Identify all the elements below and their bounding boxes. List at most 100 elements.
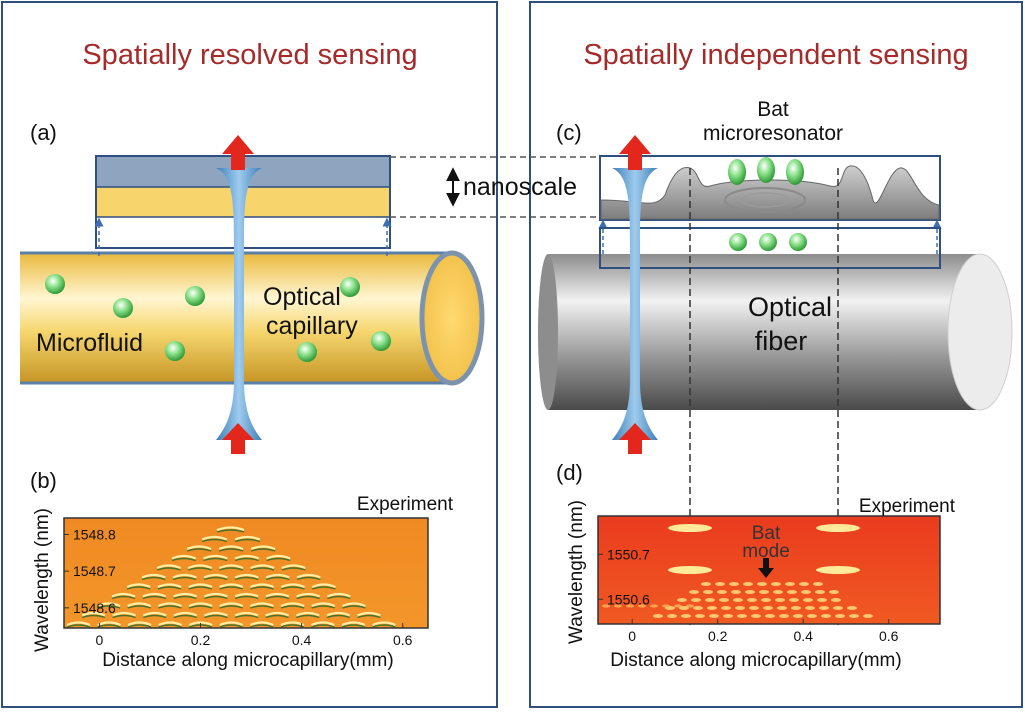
chart-d-bat-fringe — [719, 598, 729, 602]
chart-d-x-tick-label: 0.6 — [879, 628, 899, 644]
chart-d-bat-fringe — [835, 614, 845, 618]
chart-d-bat-fringe — [749, 606, 759, 610]
chart-b-mode-shadow — [158, 605, 182, 609]
chart-b-mode-shadow — [342, 605, 366, 609]
chart-d-bat-fringe — [723, 614, 733, 618]
chart-d-bat-fringe — [751, 614, 761, 618]
bead — [165, 341, 185, 361]
chart-b-mode-streak — [188, 583, 213, 589]
chart-d-bat-fringe — [793, 614, 803, 618]
chart-b-mode-shadow — [296, 576, 321, 581]
chart-b-mode-shadow — [143, 614, 167, 619]
left-panel-frame — [1, 1, 498, 708]
chart-d-bat-fringe — [799, 582, 809, 586]
chart-b-mode-streak — [172, 573, 197, 579]
chart-d-bat-fringe — [745, 590, 755, 594]
bead — [45, 274, 65, 294]
chart-b-mode-shadow — [311, 624, 335, 628]
chart-b-mode-streak — [311, 602, 336, 608]
chart-b-mode-shadow — [126, 586, 151, 590]
chart-d-bat-fringe — [677, 598, 687, 602]
chart-b-mode-shadow — [66, 624, 91, 628]
chart-b-mode-shadow — [201, 538, 228, 543]
chart-b-mode-streak — [250, 564, 275, 570]
chart-b-mode-shadow — [280, 605, 305, 609]
chart-d-bat-fringe — [763, 606, 773, 610]
label-c: (c) — [556, 120, 582, 145]
chart-b-mode-shadow — [281, 567, 306, 571]
chart-b-mode-shadow — [250, 567, 275, 571]
chart-b-x-tick-label: 0.2 — [191, 632, 211, 648]
chart-d-edge-mode — [816, 566, 860, 574]
chart-d-xlabel: Distance along microcapillary(mm) — [610, 650, 901, 671]
chart-b-mode-streak — [204, 611, 228, 617]
chart-b-mode-streak — [234, 611, 259, 617]
chart-d-side-fringe — [650, 604, 658, 608]
chart-d-bat-fringe — [759, 590, 769, 594]
chart-d-bat-fringe — [757, 582, 767, 586]
chart-b-mode-shadow — [250, 548, 276, 552]
chart-b-mode-shadow — [204, 595, 228, 600]
chart-b-mode-streak — [250, 583, 275, 589]
chart-d-side-fringe — [674, 604, 682, 608]
chart-b-mode-shadow — [171, 557, 196, 562]
chart-b-mode-streak — [280, 583, 305, 589]
chart-d-bat-fringe — [707, 606, 717, 610]
chart-b-mode-shadow — [111, 595, 136, 600]
chart-d-bat-fringe — [705, 598, 715, 602]
nanoscale-label: nanoscale — [463, 173, 577, 201]
chart-d-bat-fringe — [791, 606, 801, 610]
chart-b-y-tick-label: 1548.8 — [73, 527, 116, 543]
right-panel-title: Spatially independent sensing — [583, 39, 968, 71]
chart-d-bat-fringe — [773, 590, 783, 594]
bead — [729, 233, 747, 251]
chart-d-bat-fringe — [735, 606, 745, 610]
chart-b-mode-shadow — [142, 595, 167, 600]
bead — [185, 286, 205, 306]
chart-b-mode-streak — [173, 592, 198, 598]
red-arrow-up-top-left — [222, 135, 254, 170]
chart-d-bat-fringe — [681, 614, 691, 618]
chart-b-mode-shadow — [127, 624, 152, 628]
chart-b-mode-shadow — [188, 586, 213, 590]
bead — [113, 298, 133, 318]
chart-b-mode-shadow — [266, 557, 291, 562]
tapered-fiber-right — [612, 168, 658, 440]
chart-b-y-tick-label: 1548.6 — [73, 600, 116, 616]
chart-b-mode-shadow — [372, 624, 396, 628]
chart-b-mode-shadow — [296, 595, 320, 600]
chart-b-mode-streak — [173, 611, 198, 617]
chart-b-mode-streak — [219, 602, 244, 608]
chart-d-bat-fringe — [779, 614, 789, 618]
chart-b-mode-streak — [66, 621, 91, 627]
chart-b-mode-shadow — [281, 586, 305, 590]
bat-mode-arrow-icon — [758, 558, 774, 578]
chart-b-mode-streak — [296, 592, 321, 598]
chart-b-mode-shadow — [204, 614, 228, 619]
red-arrow-up-bottom-right — [619, 423, 651, 454]
chart-b-mode-streak — [126, 583, 151, 589]
chart-b-mode-shadow — [218, 548, 244, 552]
chart-b-mode-shadow — [234, 614, 259, 619]
bead — [789, 233, 807, 251]
label-d: (d) — [556, 460, 583, 485]
chart-d-bat-fringe — [695, 614, 705, 618]
chart-b-mode-streak — [96, 602, 121, 608]
chart-b-x-tick-label: 0.6 — [393, 632, 413, 648]
chart-b-mode-streak — [219, 621, 244, 627]
chart-b-mode-streak — [171, 554, 197, 560]
chart-d-bat-fringe — [653, 614, 663, 618]
chart-b-mode-streak — [142, 611, 167, 617]
chart-d-bat-fringe — [803, 598, 813, 602]
chart-b-mode-shadow — [219, 605, 243, 609]
chart-d-bat-fringe — [747, 598, 757, 602]
chart-d-bat-fringe — [733, 598, 743, 602]
chart-d-side-fringe — [686, 604, 694, 608]
bead — [757, 157, 775, 183]
microfluid-beads — [45, 274, 391, 362]
chart-d-bat-fringe — [701, 582, 711, 586]
chart-b-mode-shadow — [81, 614, 106, 619]
chart-b-mode-streak — [265, 573, 290, 579]
chart-d-bat-fringe — [679, 606, 689, 610]
